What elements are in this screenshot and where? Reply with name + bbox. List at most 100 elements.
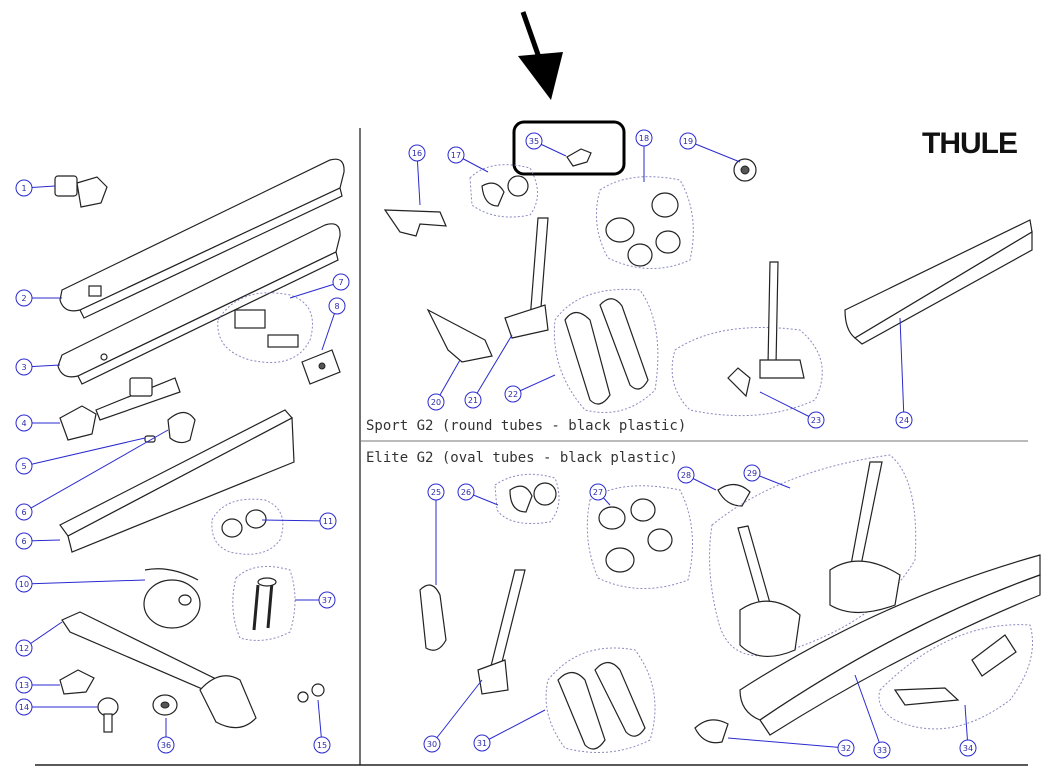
elite-g2-caption: Elite G2 (oval tubes - black plastic) (366, 450, 678, 466)
part-10 (143, 568, 201, 629)
callout-number: 20 (431, 398, 441, 407)
callout-25: 25 (427, 483, 445, 585)
part-33 (739, 554, 1041, 736)
part-23 (671, 261, 823, 417)
part-36 (152, 694, 178, 716)
thule-logo: THULE (922, 127, 1018, 160)
callout-number: 12 (19, 644, 29, 653)
callout-number: 6 (21, 508, 26, 517)
callout-number: 25 (431, 488, 441, 497)
callout-number: 29 (747, 469, 757, 478)
callout-number: 22 (508, 390, 518, 399)
callout-27: 27 (589, 483, 611, 506)
callout-14: 14 (15, 698, 98, 716)
callout-11: 11 (261, 512, 337, 530)
callout-24: 24 (895, 317, 913, 429)
part-1 (54, 175, 108, 208)
part-6-clamp (167, 411, 196, 444)
part-15 (297, 683, 325, 703)
part-8 (301, 349, 341, 385)
callout-15: 15 (313, 699, 331, 754)
part-25 (419, 584, 447, 651)
callout-19: 19 (679, 132, 741, 163)
callout-number: 28 (681, 471, 691, 480)
callout-number: 14 (19, 703, 29, 712)
part-19 (733, 158, 757, 182)
part-4 (59, 377, 181, 441)
part-14 (97, 697, 119, 733)
callout-number: 32 (841, 744, 851, 753)
callout-number: 35 (529, 137, 539, 146)
callout-number: 18 (639, 134, 649, 143)
callout-number: 5 (21, 462, 26, 471)
callout-7: 7 (289, 273, 350, 299)
sport-g2-caption: Sport G2 (round tubes - black plastic) (366, 418, 687, 434)
part-32 (694, 719, 729, 744)
callout-17: 17 (447, 146, 489, 173)
callout-16: 16 (408, 144, 426, 206)
callout-8: 8 (321, 297, 346, 351)
callout-number: 26 (461, 488, 471, 497)
callout-number: 21 (468, 396, 478, 405)
highlight-box (512, 120, 626, 176)
callout-5: 5 (15, 437, 146, 475)
callout-26: 26 (457, 483, 499, 506)
part-12 (61, 611, 257, 729)
callout-number: 3 (21, 363, 26, 372)
callout-number: 16 (412, 149, 422, 158)
part-18 (595, 176, 694, 269)
callout-28: 28 (677, 466, 717, 491)
callout-35: 35 (525, 132, 567, 157)
callout-number: 13 (19, 681, 29, 690)
callout-6: 6 (15, 429, 169, 521)
callout-2: 2 (15, 289, 62, 307)
part-26 (494, 473, 560, 524)
part-11 (211, 498, 284, 555)
callout-4: 4 (15, 414, 60, 432)
callout-number: 19 (683, 137, 693, 146)
part-27 (586, 485, 693, 589)
callout-20: 20 (427, 359, 461, 411)
callout-12: 12 (15, 621, 63, 657)
callout-number: 7 (338, 278, 343, 287)
callout-number: 4 (21, 419, 26, 428)
callout-number: 17 (451, 151, 461, 160)
part-16 (383, 209, 447, 237)
callout-number: 23 (811, 416, 821, 425)
callout-18: 18 (635, 129, 653, 182)
callout-1: 1 (15, 179, 56, 197)
part-7 (217, 292, 313, 363)
callout-number: 24 (899, 416, 909, 425)
callout-number: 15 (317, 741, 327, 750)
callout-31: 31 (473, 709, 546, 752)
callout-13: 13 (15, 676, 60, 694)
callout-37: 37 (295, 591, 336, 609)
callout-number: 36 (161, 741, 171, 750)
callout-number: 11 (323, 517, 333, 526)
callout-number: 33 (877, 746, 887, 755)
callout-number: 1 (21, 184, 26, 193)
part-17 (469, 164, 538, 218)
callout-10: 10 (15, 575, 146, 593)
callout-number: 37 (322, 596, 332, 605)
callout-number: 2 (21, 294, 26, 303)
callout-number: 10 (19, 580, 29, 589)
part-34 (878, 624, 1033, 730)
down-arrow-icon (518, 11, 563, 100)
part-29 (709, 454, 917, 657)
callout-22: 22 (504, 374, 556, 403)
callout-number: 27 (593, 488, 603, 497)
callout-number: 8 (334, 302, 339, 311)
part-6-bar (59, 409, 295, 553)
callout-21: 21 (464, 334, 513, 409)
part-22 (553, 288, 659, 413)
part-13 (59, 669, 95, 695)
part-3 (57, 223, 341, 385)
callout-36: 36 (157, 718, 175, 754)
part-37 (232, 565, 296, 641)
callout-29: 29 (743, 464, 791, 489)
callout-6: 6 (15, 532, 61, 550)
part-20 (426, 308, 493, 363)
